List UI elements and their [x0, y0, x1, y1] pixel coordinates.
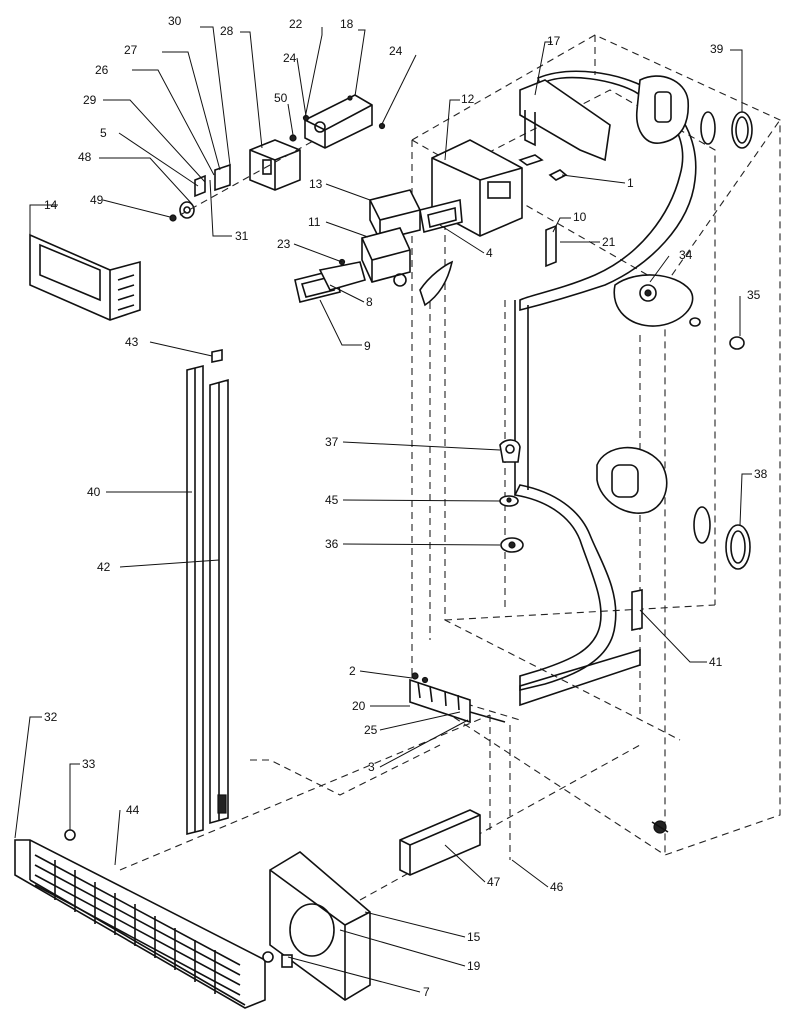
vertical-trim-strips — [186, 349, 229, 836]
control-panel-part-14 — [29, 233, 141, 321]
callout-label: 1 — [627, 176, 634, 190]
callout-label: 44 — [126, 803, 140, 817]
callout-label: 46 — [550, 880, 564, 894]
callout-label: 23 — [277, 237, 291, 251]
callout-label: 31 — [235, 229, 249, 243]
callout-label: 15 — [467, 930, 481, 944]
callout-label: 19 — [467, 959, 481, 973]
callout-label: 35 — [747, 288, 761, 302]
callout-label: 24 — [389, 44, 403, 58]
callout-label: 8 — [366, 295, 373, 309]
callout-label: 42 — [97, 560, 111, 574]
callout-label: 33 — [82, 757, 96, 771]
callout-label: 21 — [602, 235, 616, 249]
callout-label: 4 — [486, 246, 493, 260]
callout-label: 12 — [461, 92, 475, 106]
callout-label: 32 — [44, 710, 58, 724]
callout-label: 37 — [325, 435, 339, 449]
callout-label: 39 — [710, 42, 724, 56]
insulation-block-part-47 — [399, 809, 481, 876]
callout-label: 34 — [679, 248, 693, 262]
front-flap — [419, 260, 454, 307]
callout-label: 10 — [573, 210, 587, 224]
callout-label: 13 — [309, 177, 323, 191]
callout-label: 2 — [349, 664, 356, 678]
callout-label: 22 — [289, 17, 303, 31]
callout-label: 38 — [754, 467, 768, 481]
callout-label: 14 — [44, 198, 58, 212]
lower-hinge-assembly — [409, 672, 506, 724]
callout-label: 43 — [125, 335, 139, 349]
callout-label: 26 — [95, 63, 109, 77]
callout-label: 40 — [87, 485, 101, 499]
callout-label: 49 — [90, 193, 104, 207]
callout-label: 20 — [352, 699, 366, 713]
callout-label: 29 — [83, 93, 97, 107]
insulation-block-edges — [399, 814, 481, 875]
callout-label: 41 — [709, 655, 723, 669]
callout-label: 30 — [168, 14, 182, 28]
callout-label: 28 — [220, 24, 234, 38]
callout-label: 48 — [78, 150, 92, 164]
callout-label: 9 — [364, 339, 371, 353]
callout-labels: 30 28 22 18 27 24 24 26 50 29 5 48 49 31… — [44, 14, 768, 999]
callout-label: 36 — [325, 537, 339, 551]
callout-label: 17 — [547, 34, 561, 48]
callout-leaders — [14, 26, 752, 993]
callout-label: 47 — [487, 875, 501, 889]
callout-label: 45 — [325, 493, 339, 507]
callout-label: 7 — [423, 985, 430, 999]
control-bracket-assembly — [169, 94, 386, 222]
callout-label: 11 — [308, 215, 321, 229]
callout-label: 5 — [100, 126, 107, 140]
center-fittings — [499, 439, 524, 553]
callout-label: 50 — [274, 91, 288, 105]
callout-label: 25 — [364, 723, 378, 737]
callout-label: 24 — [283, 51, 297, 65]
callout-label: 3 — [368, 760, 375, 774]
callout-label: 18 — [340, 17, 354, 31]
right-side-components — [596, 75, 753, 834]
callout-label: 27 — [124, 43, 138, 57]
wiring-harness-lower — [513, 484, 617, 692]
kick-plate-grille — [14, 829, 274, 1009]
wiring-harness-bottom — [519, 648, 641, 707]
air-damper-assembly — [294, 79, 611, 303]
fan-shroud — [269, 851, 371, 1001]
